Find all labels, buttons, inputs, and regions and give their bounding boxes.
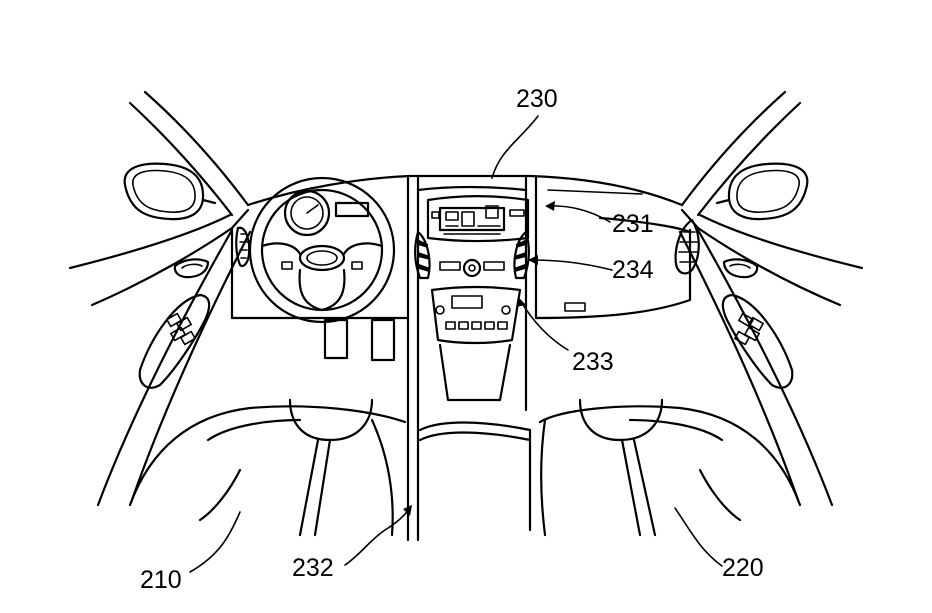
leader-lines bbox=[189, 115, 723, 573]
pedals bbox=[323, 318, 396, 362]
passenger-seat bbox=[538, 398, 802, 537]
label-230: 230 bbox=[516, 85, 558, 113]
hazard-knob bbox=[439, 258, 505, 278]
center-armrest bbox=[418, 421, 532, 532]
center-stack bbox=[406, 176, 538, 542]
gear-shift-area bbox=[438, 343, 512, 402]
right-side-mirror bbox=[715, 162, 809, 221]
left-door-handle bbox=[173, 258, 210, 279]
label-231: 231 bbox=[612, 210, 654, 238]
center-right-air-vent bbox=[513, 230, 530, 280]
instrument-cluster-display bbox=[334, 201, 370, 218]
left-side-vent bbox=[235, 226, 251, 268]
climate-control-panel bbox=[430, 285, 522, 345]
display-panel bbox=[426, 195, 530, 243]
right-side-vent bbox=[674, 218, 700, 275]
center-left-air-vent bbox=[414, 230, 431, 280]
label-232: 232 bbox=[292, 554, 334, 582]
steering-wheel bbox=[248, 176, 396, 324]
speedometer-gauge bbox=[283, 189, 331, 237]
driver-seat bbox=[128, 398, 407, 537]
right-door-frame bbox=[678, 90, 864, 507]
label-234: 234 bbox=[612, 256, 654, 284]
right-window-switch-panel bbox=[721, 293, 794, 389]
left-door-frame bbox=[68, 90, 252, 507]
right-door-handle bbox=[722, 258, 759, 279]
left-side-mirror bbox=[123, 162, 217, 221]
label-220: 220 bbox=[722, 554, 764, 582]
label-233: 233 bbox=[572, 348, 614, 376]
left-window-switch-panel bbox=[138, 293, 211, 389]
label-210: 210 bbox=[140, 566, 182, 594]
dashboard bbox=[230, 174, 692, 320]
